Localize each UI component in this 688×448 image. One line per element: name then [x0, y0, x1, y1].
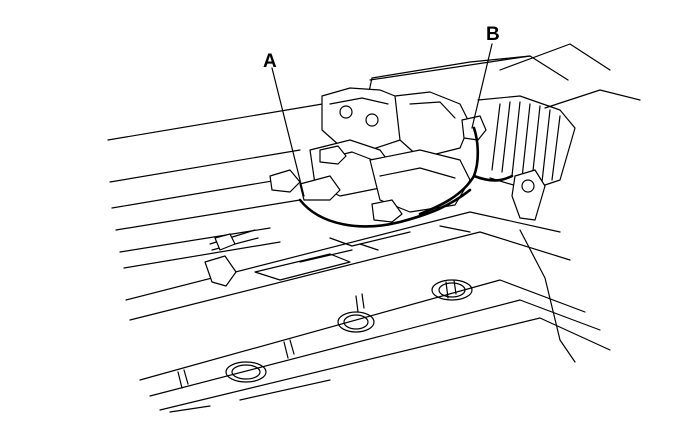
hose-a: [298, 188, 472, 228]
spark-plug-holes: [177, 279, 473, 389]
throttle-body-assembly: [204, 87, 487, 287]
air-intake-duct: [477, 95, 576, 221]
hose-b-branch: [472, 174, 514, 182]
leader-line-b: [471, 43, 493, 129]
callout-label-a: A: [263, 51, 277, 72]
callout-label-b: B: [486, 24, 500, 45]
cylinder-head-cover: [125, 211, 611, 413]
leader-line-a: [271, 67, 305, 197]
